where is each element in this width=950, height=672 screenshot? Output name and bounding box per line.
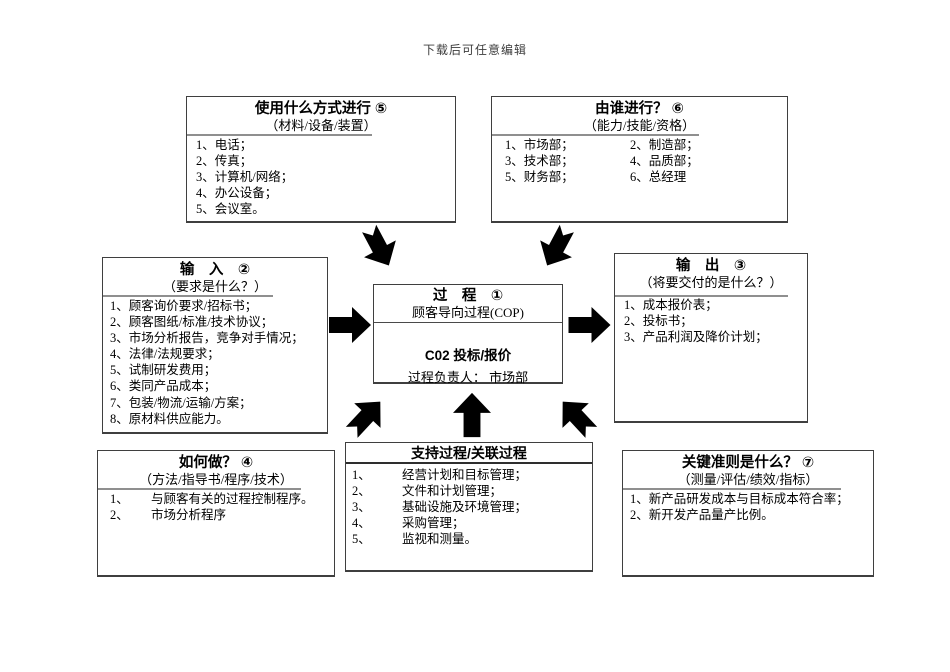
list-item: 6、类同产品成本； (110, 379, 217, 394)
box-criteria-title: 关键准则是什么？ ⑦ (681, 455, 815, 471)
box-how: 如何做？ ④ （方法/指导书/程序/技术） 1、 与顾客有关的过程控制程序。 2、… (97, 450, 335, 577)
box-support-items: 1、 经营计划和目标管理； 2、 文件和计划管理； 3、 基础设施及环境管理； 4、 采… (346, 464, 592, 547)
list-item: 3、技术部； (505, 154, 574, 169)
list-item: 2、顾客图纸/标准/技术协议； (110, 315, 274, 330)
item-text: 与顾客有关的过程控制程序。 (151, 492, 314, 506)
list-item: 2、 市场分析程序 (110, 507, 330, 523)
list-item: 2、投标书； (624, 314, 693, 329)
list-item: 1、 经营计划和目标管理； (352, 467, 588, 483)
box-who-items: 1、市场部； 3、技术部； 5、财务部； 2、制造部； 4、品质部； 6、总经理 (492, 134, 787, 185)
item-text: 经营计划和目标管理； (402, 468, 528, 482)
item-number: 2、 (352, 484, 371, 499)
item-text: 市场分析程序 (151, 508, 227, 523)
list-item: 1、电话； (196, 138, 253, 152)
list-item: 2、传真； (196, 154, 253, 169)
header-underline (623, 488, 841, 490)
list-item: 6、总经理 (630, 170, 687, 185)
box-input-items: 1、顾客询价要求/招标书； 2、顾客图纸/标准/技术协议； 3、市场分析报告，竞… (103, 295, 327, 427)
header-underline (98, 488, 301, 490)
item-text: 文件和计划管理； (402, 484, 503, 499)
item-number: 2、 (110, 508, 129, 523)
list-item: 5、会议室。 (196, 202, 265, 217)
box-how-subtitle: （方法/指导书/程序/技术） (139, 472, 293, 487)
header-underline (103, 295, 274, 297)
list-item: 3、 基础设施及环境管理； (352, 499, 588, 515)
arrow-support-left-to-process-icon (339, 389, 394, 444)
list-item: 1、新产品研发成本与目标成本符合率； (630, 492, 849, 506)
list-item: 5、 监视和测量。 (352, 531, 588, 547)
page-header-note: 下载后可任意编辑 (422, 43, 527, 57)
box-criteria-subtitle: （测量/评估/绩效/指标） (677, 472, 819, 487)
box-method-subtitle: （材料/设备/装置） (265, 118, 377, 133)
box-process: 过 程 ① 顾客导向过程(COP) C02 投标/报价 过程负责人： 市场部 (373, 284, 563, 386)
list-item: 4、品质部； (630, 154, 699, 169)
box-criteria-items: 1、新产品研发成本与目标成本符合率； 2、新开发产品量产比例。 (623, 488, 873, 523)
arrow-input-to-process-icon (329, 307, 371, 343)
arrow-process-to-output-icon (567, 307, 612, 343)
item-text: 采购管理； (402, 516, 465, 531)
list-item: 3、市场分析报告，竞争对手情况； (110, 331, 304, 346)
box-input: 输 入 ② （要求是什么？） 1、顾客询价要求/招标书； 2、顾客图纸/标准/技… (102, 257, 328, 434)
box-process-subtitle: 顾客导向过程(COP) (412, 305, 524, 320)
item-number: 3、 (352, 500, 371, 515)
box-output-items: 1、成本报价表； 2、投标书； 3、产品利润及降价计划； (615, 291, 807, 345)
box-how-items: 1、 与顾客有关的过程控制程序。 2、 市场分析程序 (98, 488, 334, 523)
list-item: 2、 文件和计划管理； (352, 483, 588, 499)
process-owner: 过程负责人： 市场部 (407, 370, 529, 385)
box-support: 支持过程/关联过程 1、 经营计划和目标管理； 2、 文件和计划管理； 3、 基础设施… (345, 442, 593, 572)
box-output-subtitle: （将要交付的是什么？） (639, 275, 783, 290)
box-output-title: 输 出 ③ (675, 258, 747, 274)
arrow-method-to-process-icon (353, 220, 405, 274)
list-item: 3、计算机/网络； (196, 170, 294, 185)
box-process-header: 过 程 ① 顾客导向过程(COP) (374, 285, 562, 323)
arrow-support-middle-to-process-icon (453, 392, 491, 438)
box-criteria: 关键准则是什么？ ⑦ （测量/评估/绩效/指标） 1、新产品研发成本与目标成本符… (622, 450, 874, 577)
box-support-title: 支持过程/关联过程 (346, 443, 592, 464)
list-item: 2、新开发产品量产比例。 (630, 508, 774, 523)
box-method-title: 使用什么方式进行 ⑤ (254, 101, 388, 117)
arrow-who-to-process-icon (531, 220, 583, 274)
box-process-body: C02 投标/报价 过程负责人： 市场部 (374, 323, 562, 386)
list-item: 4、办公设备； (196, 186, 278, 201)
arrow-support-right-to-process-icon (550, 389, 605, 444)
list-item: 5、财务部； (505, 170, 574, 185)
list-item: 8、原材料供应能力。 (110, 411, 229, 426)
list-item: 1、成本报价表； (624, 298, 718, 312)
list-item: 4、法律/法规要求； (110, 347, 220, 362)
header-underline (492, 134, 699, 136)
list-item: 5、试制研发费用； (110, 363, 217, 378)
item-number: 1、 (110, 492, 129, 506)
item-number: 1、 (352, 468, 371, 482)
box-input-subtitle: （要求是什么？） (162, 279, 267, 294)
box-output: 输 出 ③ （将要交付的是什么？） 1、成本报价表； 2、投标书； 3、产品利润… (614, 253, 808, 423)
box-who: 由谁进行？ ⑥ （能力/技能/资格） 1、市场部； 3、技术部； 5、财务部； … (491, 96, 788, 223)
box-how-title: 如何做？ ④ (178, 455, 254, 471)
box-process-title: 过 程 ① (432, 288, 504, 304)
item-number: 4、 (352, 516, 371, 531)
item-text: 监视和测量。 (402, 532, 478, 547)
header-underline (187, 134, 372, 136)
item-number: 5、 (352, 532, 371, 547)
item-text: 基础设施及环境管理； (402, 500, 528, 515)
box-input-title: 输 入 ② (179, 262, 251, 278)
list-item: 3、产品利润及降价计划； (624, 330, 768, 345)
list-item: 2、制造部； (630, 138, 699, 152)
list-item: 1、 与顾客有关的过程控制程序。 (110, 491, 330, 507)
box-who-subtitle: （能力/技能/资格） (583, 118, 696, 133)
list-item: 1、顾客询价要求/招标书； (110, 299, 258, 313)
box-who-title: 由谁进行？ ⑥ (595, 101, 684, 117)
box-method: 使用什么方式进行 ⑤ （材料/设备/装置） 1、电话； 2、传真； 3、计算机/… (186, 96, 456, 223)
list-item: 7、包装/物流/运输/方案； (110, 395, 252, 410)
process-name: C02 投标/报价 (424, 348, 512, 363)
box-method-items: 1、电话； 2、传真； 3、计算机/网络； 4、办公设备； 5、会议室。 (187, 134, 455, 217)
list-item: 4、 采购管理； (352, 515, 588, 531)
header-underline (615, 295, 788, 297)
list-item: 1、市场部； (505, 138, 574, 152)
